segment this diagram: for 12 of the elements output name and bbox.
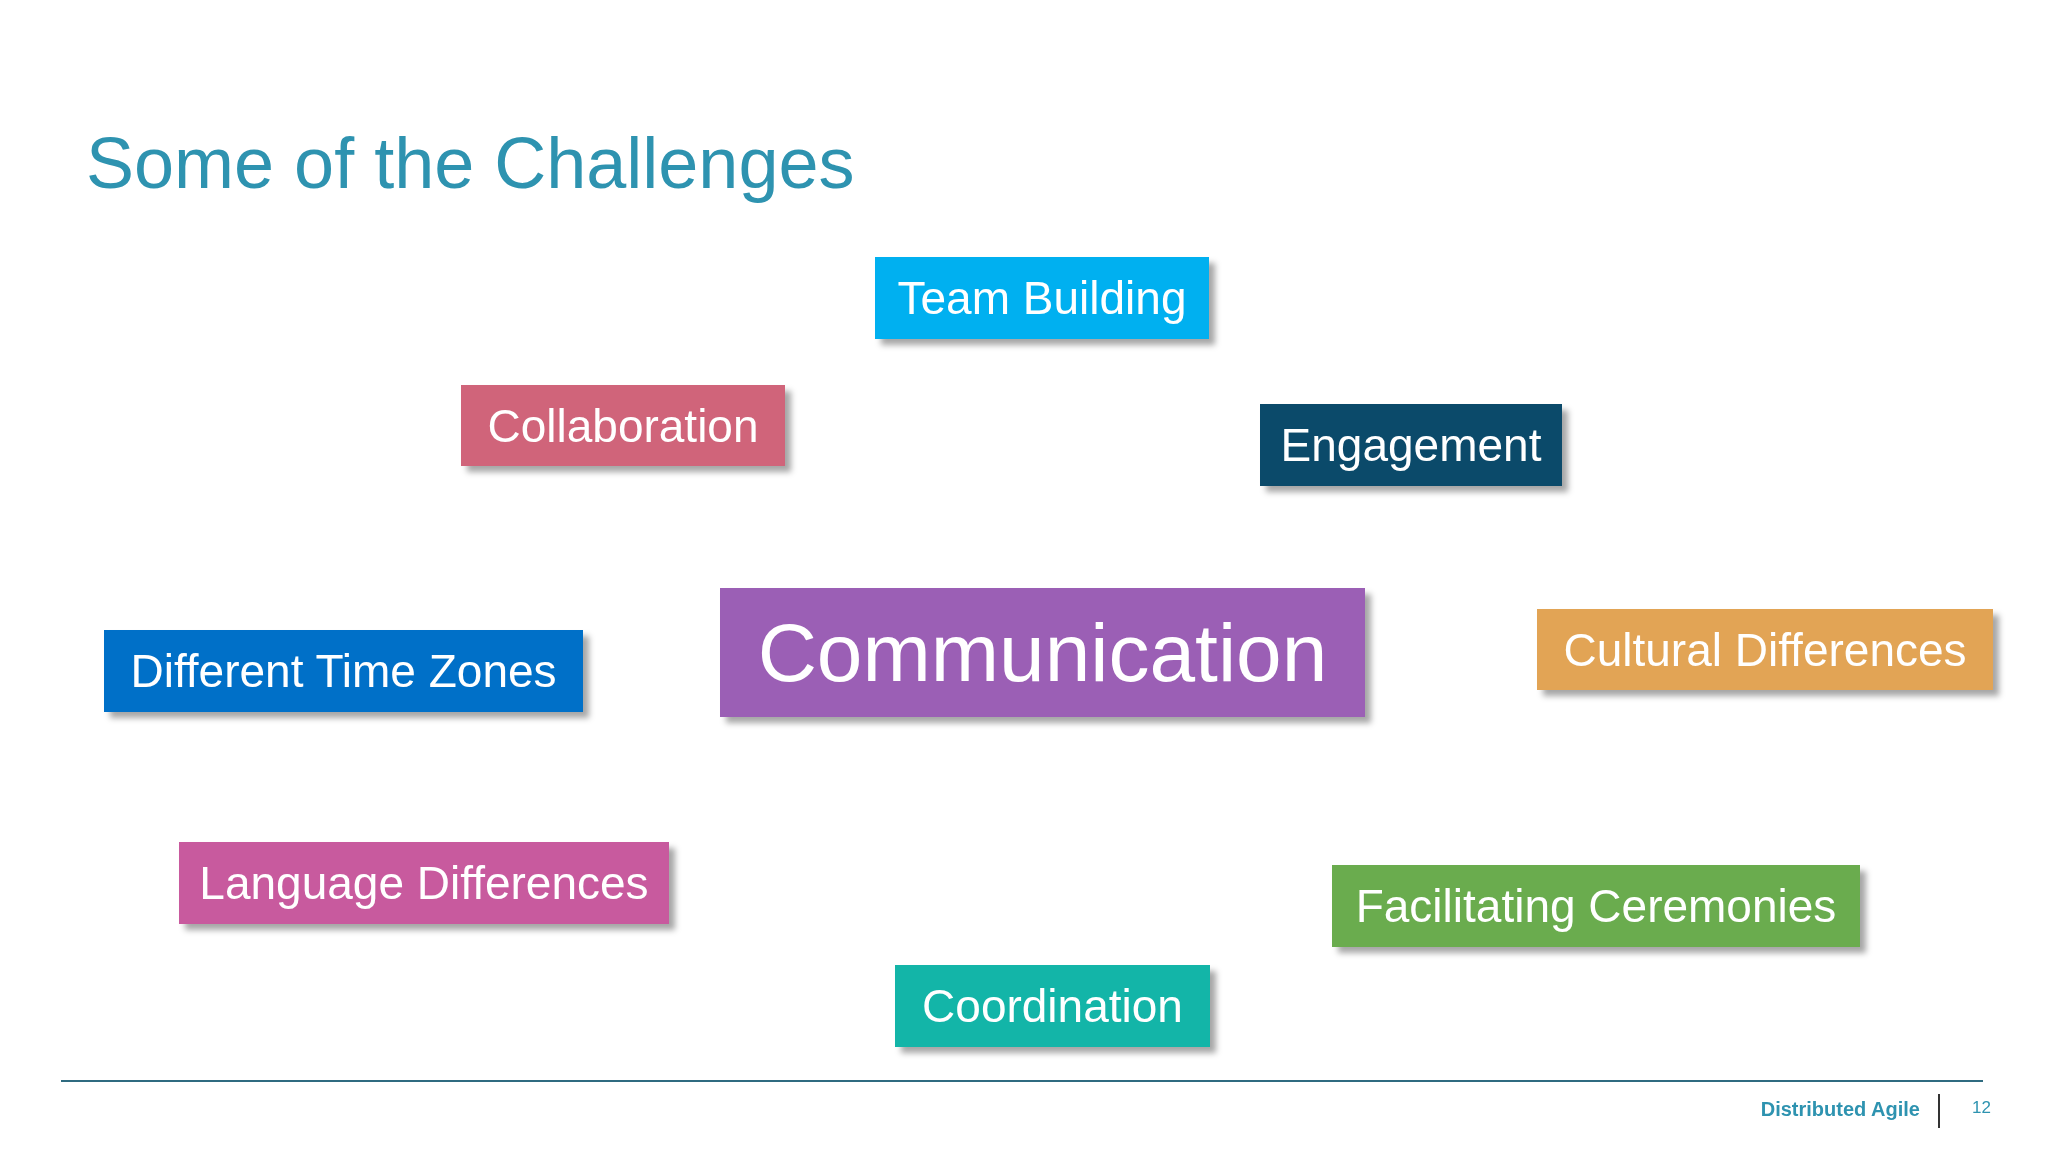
page-number: 12 xyxy=(1972,1098,1991,1118)
challenge-box: Coordination xyxy=(895,965,1210,1047)
challenge-box: Collaboration xyxy=(461,385,785,466)
challenge-box: Communication xyxy=(720,588,1365,717)
challenge-box: Team Building xyxy=(875,257,1209,339)
challenge-box: Language Differences xyxy=(179,842,669,924)
footer-text: Distributed Agile xyxy=(1760,1098,1920,1121)
challenge-box: Facilitating Ceremonies xyxy=(1332,865,1860,947)
slide-title: Some of the Challenges xyxy=(86,122,855,204)
challenge-box: Engagement xyxy=(1260,404,1562,486)
challenge-box: Cultural Differences xyxy=(1537,609,1993,690)
challenge-box: Different Time Zones xyxy=(104,630,583,712)
